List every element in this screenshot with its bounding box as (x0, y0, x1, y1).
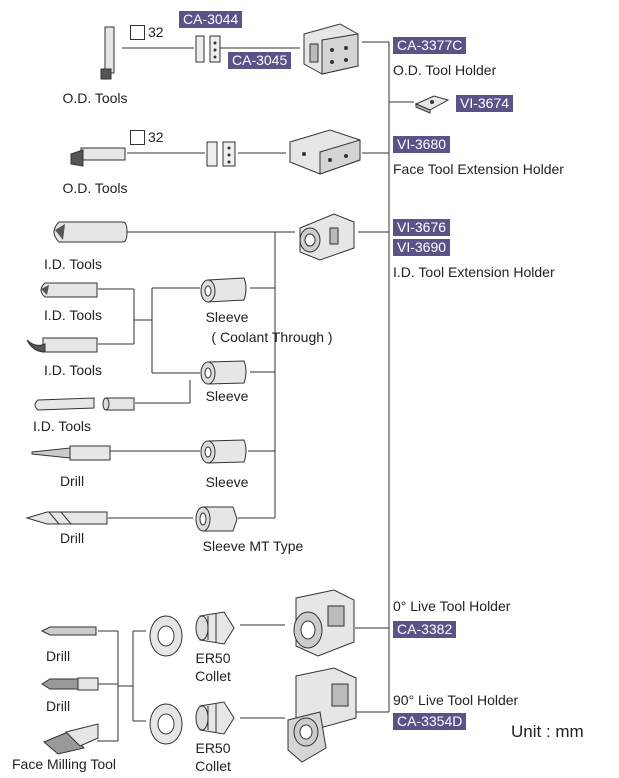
code-ca3382: CA-3382 (393, 621, 456, 638)
od-tool-horizontal-image (69, 142, 129, 172)
id-tools-label-2: I.D. Tools (44, 307, 102, 323)
code-vi3690: VI-3690 (393, 239, 450, 256)
sleeve-2-image (198, 437, 250, 467)
live-tool-holder-90-label: 90° Live Tool Holder (393, 692, 518, 708)
face-milling-tool-image (40, 722, 102, 756)
sleeve-mt-label: Sleeve MT Type (203, 538, 304, 554)
er50-label-2: ER50 (195, 740, 230, 756)
collet-label-2: Collet (195, 758, 231, 774)
code-ca3045: CA-3045 (228, 52, 291, 69)
id-tool-extension-holder-label: I.D. Tool Extension Holder (393, 264, 555, 280)
er50-collet-2-image (194, 698, 240, 738)
id-tool-extension-holder-image (294, 208, 360, 264)
ca3045-insert-image (208, 34, 224, 64)
er50-nut-1-image (144, 612, 188, 660)
drill-3-image (40, 624, 100, 638)
drill-2-image (25, 506, 111, 530)
code-ca3044: CA-3044 (179, 11, 242, 28)
od-tools-label-1: O.D. Tools (62, 90, 127, 106)
id-tools-label-4: I.D. Tools (33, 418, 91, 434)
code-vi3676: VI-3676 (393, 219, 450, 236)
face-tool-extension-holder-label: Face Tool Extension Holder (393, 161, 564, 177)
id-tool-4-image (30, 394, 140, 416)
drill-label-2: Drill (60, 530, 84, 546)
drill-1-image (30, 440, 112, 466)
id-tool-1-image (47, 218, 129, 250)
coolant-through-label: ( Coolant Through ) (211, 329, 332, 345)
code-vi3674: VI-3674 (456, 95, 513, 112)
sleeve-mt-image (193, 503, 241, 535)
od-tool-holder-label: O.D. Tool Holder (393, 62, 496, 78)
id-tool-3-image (25, 334, 101, 358)
size-label-2: 32 (148, 129, 164, 145)
sleeve-1-image (198, 358, 250, 388)
drill-label-4: Drill (46, 698, 70, 714)
id-tools-label-1: I.D. Tools (44, 256, 102, 272)
od-tools-label-2: O.D. Tools (62, 180, 127, 196)
code-ca3354d: CA-3354D (393, 713, 466, 730)
drill-label-3: Drill (46, 648, 70, 664)
size-label-1: 32 (148, 24, 164, 40)
drill-label-1: Drill (60, 473, 84, 489)
face-milling-tool-label: Face Milling Tool (12, 756, 116, 772)
live-tool-holder-0-label: 0° Live Tool Holder (393, 598, 510, 614)
live-tool-holder-0-image (284, 586, 358, 662)
id-tool-2-image (35, 279, 101, 303)
collet-label-1: Collet (195, 668, 231, 684)
od-tool-holder-image (298, 20, 364, 76)
er50-nut-2-image (144, 700, 188, 748)
square-size-box-1 (130, 25, 145, 40)
face-tool-extension-holder-image (286, 126, 364, 178)
vi3674-clamp-image (412, 92, 452, 114)
square-size-box-2 (130, 130, 145, 145)
unit-label: Unit : mm (511, 722, 584, 742)
er50-label-1: ER50 (195, 650, 230, 666)
sleeve-label-1: Sleeve (206, 388, 249, 404)
od-tool-vertical-image (98, 25, 124, 81)
er50-collet-1-image (194, 608, 240, 648)
code-ca3377c: CA-3377C (393, 37, 466, 54)
drill-4-image (40, 676, 100, 692)
id-tools-label-3: I.D. Tools (44, 362, 102, 378)
sleeve-coolant-image (198, 274, 250, 306)
insert-pair-image (205, 138, 241, 170)
code-vi3680: VI-3680 (393, 136, 450, 153)
sleeve-coolant-label: Sleeve (206, 309, 249, 325)
live-tool-holder-90-image (282, 666, 360, 766)
sleeve-label-2: Sleeve (206, 474, 249, 490)
